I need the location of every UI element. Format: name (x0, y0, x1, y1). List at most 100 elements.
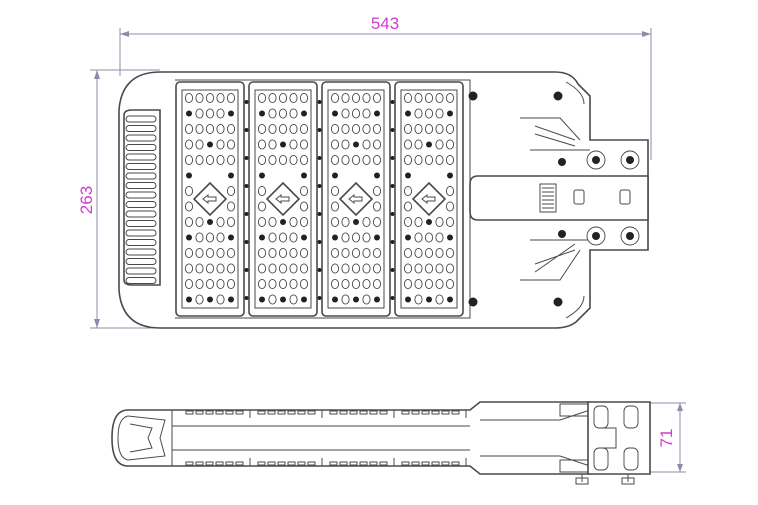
led-lens (226, 154, 236, 166)
ridge-top (421, 410, 430, 415)
fin (125, 239, 157, 246)
led-lens (414, 263, 423, 274)
led-lens (268, 232, 277, 243)
led-lens (216, 294, 225, 305)
led-screw (228, 234, 234, 241)
led-lens (299, 185, 309, 197)
ridge-bottom (421, 461, 430, 466)
led-lens (330, 154, 340, 166)
led-lens (445, 154, 455, 166)
led-screw (374, 110, 380, 117)
led-screw (426, 219, 432, 225)
ridge-top (349, 410, 358, 415)
fin (125, 115, 157, 123)
led-screw (426, 296, 432, 303)
module-joint-screw (317, 296, 322, 300)
led-screw (332, 110, 338, 117)
ridge-top (329, 410, 338, 415)
led-lens (435, 232, 444, 243)
led-lens (299, 247, 309, 259)
led-lens (372, 92, 382, 104)
module-joint-screw (317, 212, 322, 216)
led-lens (372, 201, 382, 212)
led-lens (216, 154, 225, 166)
led-lens (268, 294, 277, 305)
led-lens (435, 263, 444, 274)
mount-screw (468, 297, 478, 307)
clamp-bolt-center (626, 156, 634, 164)
fin (125, 229, 157, 237)
ridge-top (441, 410, 450, 415)
module-joint-screw (390, 128, 395, 132)
heatsink-fins (125, 115, 157, 284)
led-lens (435, 247, 444, 259)
led-lens (341, 92, 350, 104)
led-lens (341, 154, 350, 166)
fin (125, 191, 157, 199)
led-screw (207, 296, 213, 303)
led-lens (341, 108, 350, 119)
fin (125, 201, 157, 208)
led-lens (289, 92, 298, 104)
dimension-71-label: 71 (657, 429, 676, 448)
led-modules (175, 81, 464, 317)
fin (125, 277, 157, 284)
ridge-top (359, 410, 368, 415)
led-lens (424, 232, 434, 243)
led-lens (205, 278, 215, 290)
led-lens (372, 123, 382, 135)
ridge-top (205, 410, 214, 415)
module-joint-screw (244, 240, 249, 244)
led-lens (226, 263, 236, 274)
led-lens (414, 154, 423, 166)
module-joint-screw (244, 212, 249, 216)
led-lens (403, 185, 413, 197)
led-lens (278, 263, 288, 274)
led-lens (184, 278, 194, 290)
led-lens (445, 263, 455, 274)
arm-slot (573, 189, 585, 205)
led-lens (184, 92, 194, 104)
mount-screw (468, 91, 478, 101)
led-lens (299, 216, 309, 228)
ridge-top (411, 410, 420, 415)
led-screw (280, 296, 286, 303)
led-lens (424, 92, 434, 104)
led-lens (435, 139, 444, 150)
led-lens (351, 278, 361, 290)
ridge-bottom (195, 461, 204, 466)
led-lens (403, 139, 413, 150)
led-lens (278, 154, 288, 166)
led-lens (351, 123, 361, 135)
led-lens (403, 201, 413, 212)
led-lens (435, 92, 444, 104)
module-joint-screw (390, 268, 395, 272)
led-screw (447, 234, 453, 241)
led-lens (216, 263, 225, 274)
led-screw (186, 234, 192, 241)
led-lens (372, 185, 382, 197)
led-lens (184, 201, 194, 212)
led-screw (405, 296, 411, 303)
led-lens (414, 216, 423, 228)
led-lens (445, 216, 455, 228)
led-lens (330, 185, 340, 197)
led-lens (435, 108, 444, 119)
led-lens (278, 123, 288, 135)
led-lens (195, 92, 204, 104)
module-joint-screw (390, 296, 395, 300)
ridge-top (451, 410, 460, 415)
led-lens (278, 232, 288, 243)
fin (125, 144, 157, 151)
ridge-bottom (451, 461, 460, 466)
adjust-scale (539, 183, 557, 213)
led-lens (205, 247, 215, 259)
direction-badge (411, 181, 447, 217)
ridge-top (307, 410, 316, 415)
fin (125, 182, 157, 189)
led-screw (280, 141, 286, 148)
dimension-543-label: 543 (371, 14, 399, 33)
led-lens (330, 123, 340, 135)
led-screw (426, 141, 432, 148)
led-lens (330, 139, 340, 150)
